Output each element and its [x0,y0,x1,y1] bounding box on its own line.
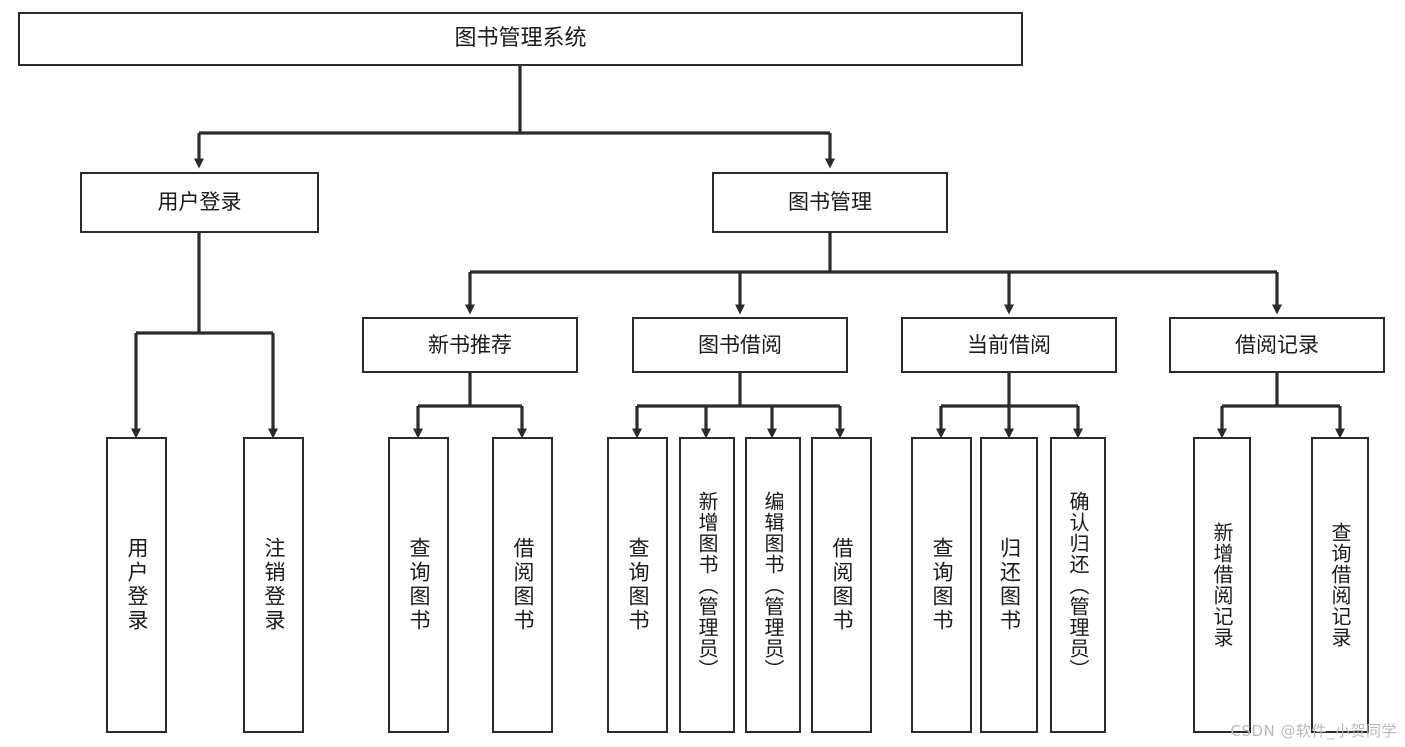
node-user-login[interactable]: 用户登录 [80,172,319,233]
node-leaf-query-record[interactable]: 查询借阅记录 [1311,437,1369,733]
node-user-login-label: 用户登录 [157,190,242,215]
node-leaf-confirm-return[interactable]: 确认归还（管理员） [1050,437,1106,733]
node-new-book-rec[interactable]: 新书推荐 [362,317,578,373]
node-leaf-add-book[interactable]: 新增图书（管理员） [679,437,735,733]
node-leaf-add-record-label: 新增借阅记录 [1210,522,1234,648]
node-leaf-confirm-return-label: 确认归还（管理员） [1066,490,1090,680]
node-root[interactable]: 图书管理系统 [18,12,1023,66]
node-current-borrow-label: 当前借阅 [967,332,1051,357]
node-leaf-query-book-1[interactable]: 查询图书 [388,437,449,733]
node-leaf-user-logout[interactable]: 注销登录 [243,437,304,733]
node-root-label: 图书管理系统 [454,26,587,52]
node-borrow-record[interactable]: 借阅记录 [1169,317,1385,373]
node-leaf-return-book[interactable]: 归还图书 [980,437,1038,733]
node-new-book-rec-label: 新书推荐 [428,332,512,357]
node-leaf-add-book-label: 新增图书（管理员） [695,490,719,680]
node-leaf-query-book-3-label: 查询图书 [930,537,954,633]
node-leaf-query-record-label: 查询借阅记录 [1328,522,1352,648]
node-current-borrow[interactable]: 当前借阅 [901,317,1117,373]
node-book-borrow-label: 图书借阅 [698,332,782,357]
node-borrow-record-label: 借阅记录 [1235,332,1319,357]
node-leaf-query-book-3[interactable]: 查询图书 [911,437,972,733]
node-leaf-user-logout-label: 注销登录 [262,537,286,633]
node-leaf-query-book-2-label: 查询图书 [626,537,650,633]
node-leaf-query-book-2[interactable]: 查询图书 [607,437,668,733]
node-leaf-user-login[interactable]: 用户登录 [106,437,167,733]
node-book-manage[interactable]: 图书管理 [712,172,948,233]
node-leaf-add-record[interactable]: 新增借阅记录 [1193,437,1251,733]
node-leaf-borrow-book-2[interactable]: 借阅图书 [811,437,872,733]
node-leaf-edit-book[interactable]: 编辑图书（管理员） [745,437,801,733]
node-leaf-edit-book-label: 编辑图书（管理员） [761,490,785,680]
node-leaf-borrow-book-1-label: 借阅图书 [511,537,535,633]
watermark-text: CSDN @软件_小贺同学 [1230,722,1397,740]
node-leaf-user-login-label: 用户登录 [125,537,149,633]
node-leaf-return-book-label: 归还图书 [997,537,1022,633]
node-leaf-query-book-1-label: 查询图书 [407,537,431,633]
node-leaf-borrow-book-2-label: 借阅图书 [830,537,854,633]
node-book-manage-label: 图书管理 [788,190,872,215]
node-book-borrow[interactable]: 图书借阅 [632,317,848,373]
node-leaf-borrow-book-1[interactable]: 借阅图书 [492,437,553,733]
